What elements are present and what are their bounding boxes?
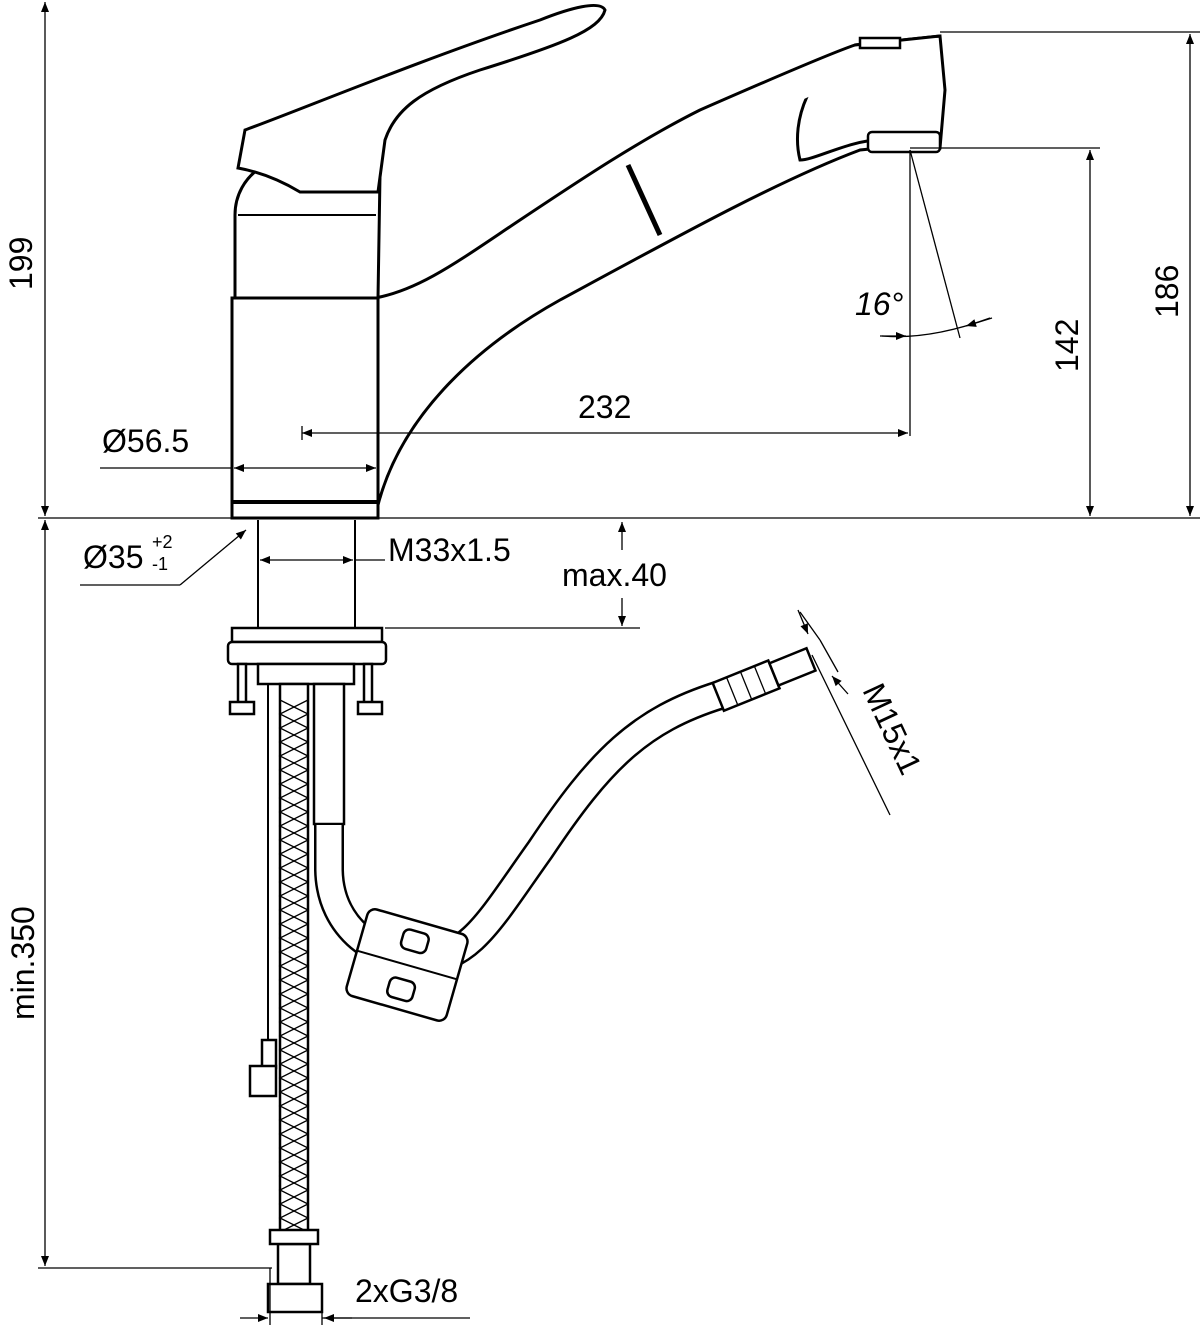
dim-thread: M33x1.5	[388, 532, 511, 568]
dim-hole-diameter: Ø35	[83, 539, 143, 575]
dimension-lines	[38, 2, 1200, 1325]
mounting-parts	[226, 520, 818, 1314]
dim-hole-tol-minus: -1	[152, 554, 168, 574]
dim-outlet-height: 142	[1049, 319, 1085, 372]
faucet-body	[230, 3, 947, 520]
dim-hole-tol-plus: +2	[152, 532, 173, 552]
dim-spray-angle: 16°	[855, 286, 904, 322]
dim-min-hose-length: min.350	[5, 906, 41, 1020]
dim-spout-top-height: 186	[1149, 265, 1185, 318]
dim-base-diameter: Ø56.5	[102, 423, 189, 459]
dim-reach: 232	[578, 389, 631, 425]
dim-max-deck: max.40	[562, 557, 667, 593]
dim-supply-connections: 2xG3/8	[355, 1273, 458, 1309]
dim-hose-connector: M15x1	[856, 678, 929, 780]
dim-total-height: 199	[3, 237, 39, 290]
